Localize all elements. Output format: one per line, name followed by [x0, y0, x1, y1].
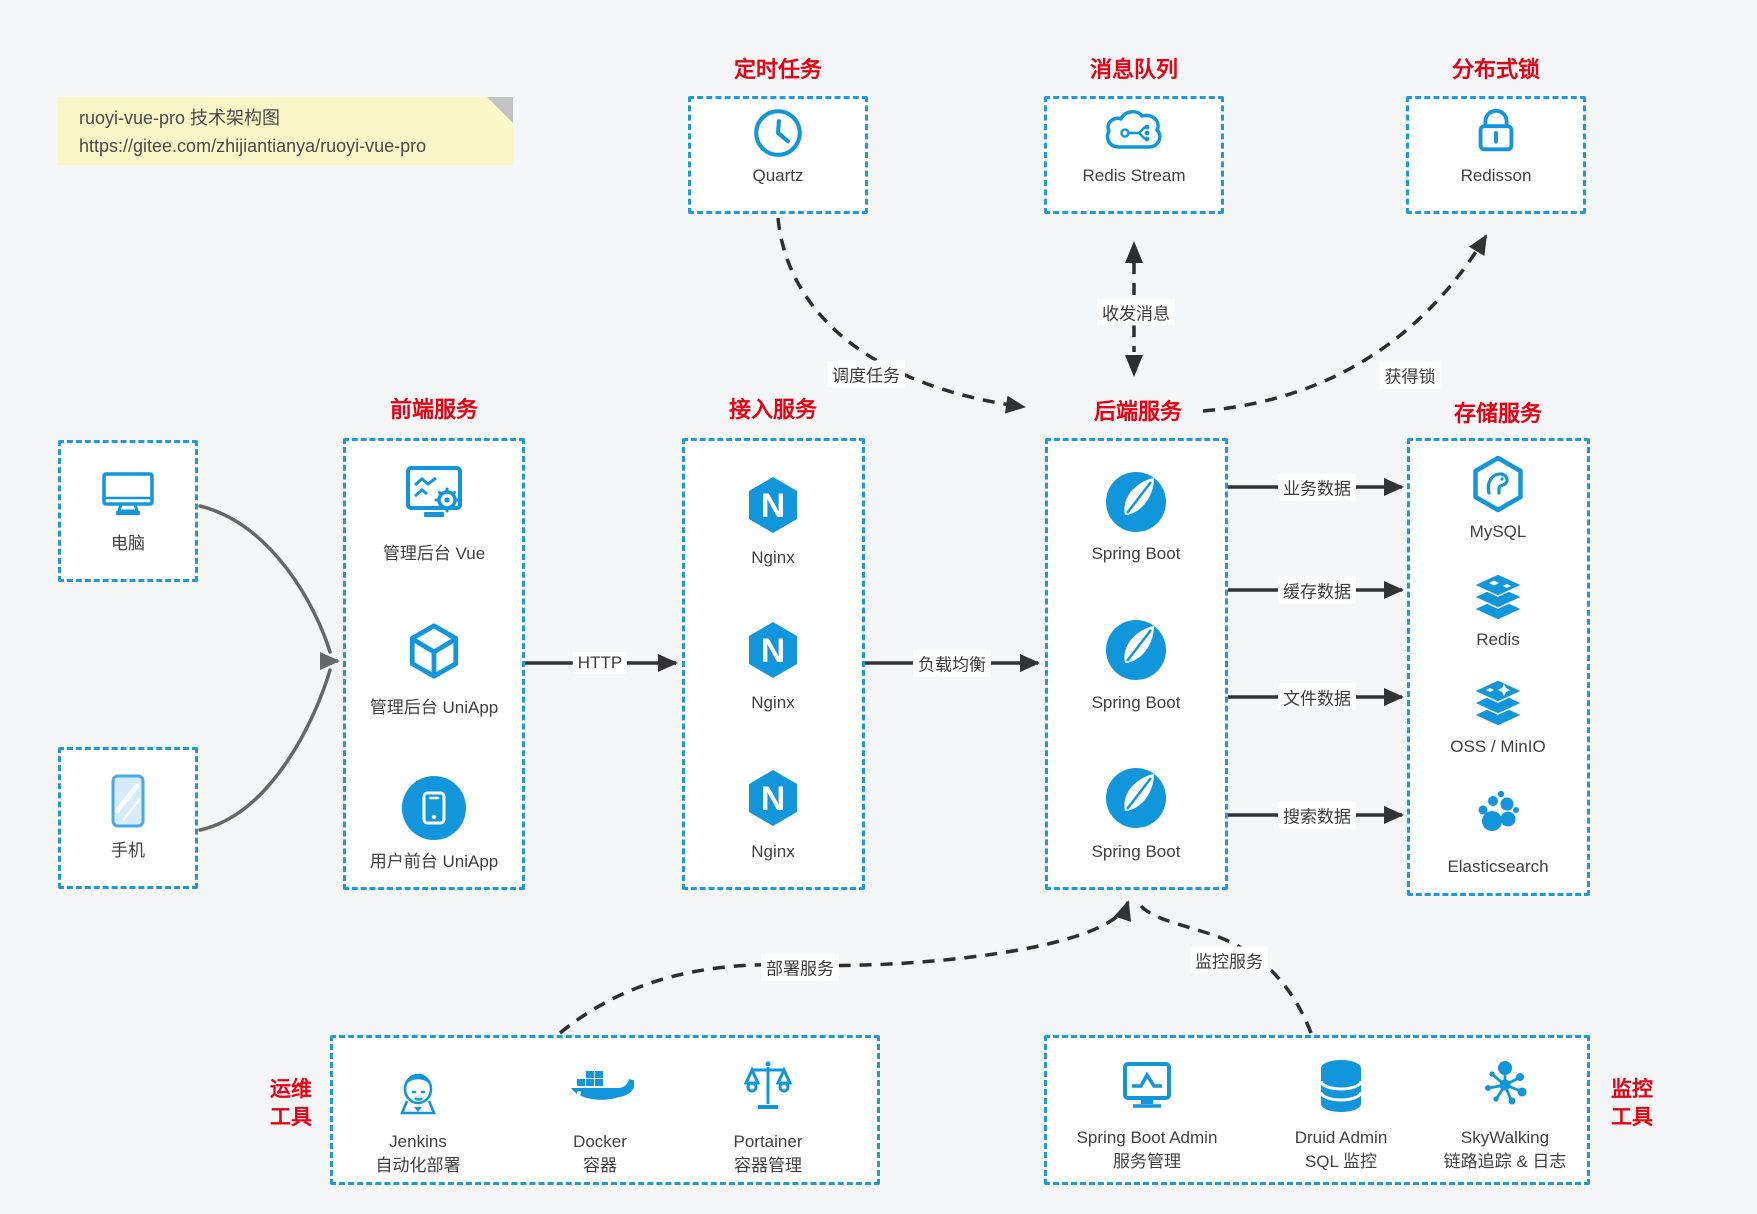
node-label-quartz: Quartz	[752, 166, 804, 185]
backend-item-label: Spring Boot	[1091, 693, 1181, 712]
frontend-item-label: 管理后台 Vue	[382, 544, 486, 563]
storage-item-label: Elasticsearch	[1447, 857, 1549, 876]
spring-boot-icon	[1105, 619, 1167, 681]
docker-icon	[566, 1062, 634, 1114]
edge-label-file-data: 文件数据	[1278, 683, 1356, 711]
box-lock	[1406, 96, 1586, 214]
group-title-timer: 定时任务	[733, 57, 823, 82]
edge-label-schedule-job: 调度任务	[827, 360, 905, 388]
group-title-gateway: 接入服务	[728, 397, 818, 422]
note-fold-corner-icon	[487, 97, 513, 123]
monitor-item-label: Spring Boot Admin 服务管理	[1076, 1128, 1218, 1171]
nginx-icon: N	[745, 768, 801, 828]
edge-label-http: HTTP	[572, 652, 628, 674]
box-ops-tools	[330, 1035, 880, 1185]
backend-item-label: Spring Boot	[1091, 842, 1181, 861]
group-title-mq: 消息队列	[1089, 57, 1179, 82]
uniapp-cube-icon	[403, 620, 465, 682]
node-label-redis-stream: Redis Stream	[1082, 166, 1186, 185]
spring-boot-icon	[1105, 471, 1167, 533]
nginx-icon: N	[745, 475, 801, 535]
user-uniapp-icon	[401, 775, 467, 841]
edge-label-search-data: 搜索数据	[1278, 801, 1356, 829]
monitor-item-label: SkyWalking 链路追踪 & 日志	[1443, 1128, 1567, 1171]
frontend-item-label: 用户前台 UniApp	[369, 852, 499, 871]
jenkins-icon	[389, 1061, 447, 1119]
gateway-item-label: Nginx	[751, 842, 795, 861]
backend-item-label: Spring Boot	[1091, 544, 1181, 563]
storage-item-label: Redis	[1476, 630, 1520, 649]
node-label-redisson: Redisson	[1460, 166, 1532, 185]
clock-icon	[749, 104, 807, 162]
skywalking-icon	[1476, 1057, 1534, 1113]
group-title-frontend: 前端服务	[389, 397, 479, 422]
svg-text:N: N	[761, 632, 786, 670]
spring-boot-admin-icon	[1117, 1059, 1177, 1113]
frontend-item-label: 管理后台 UniApp	[369, 698, 499, 717]
druid-database-icon	[1315, 1057, 1367, 1113]
storage-item-label: OSS / MinIO	[1450, 737, 1546, 756]
storage-item-label: MySQL	[1469, 522, 1527, 541]
edge-label-send-receive-msg: 收发消息	[1097, 298, 1175, 326]
redis-stack-icon	[1468, 571, 1528, 623]
svg-text:N: N	[761, 780, 786, 818]
client-label-mobile: 手机	[111, 841, 145, 860]
elasticsearch-icon	[1469, 785, 1527, 839]
edge-label-acquire-lock: 获得锁	[1379, 361, 1441, 389]
lock-icon	[1469, 105, 1523, 159]
admin-vue-icon	[402, 460, 466, 524]
ops-item-label: Docker 容器	[573, 1132, 627, 1175]
client-label-pc: 电脑	[111, 534, 145, 553]
side-label-ops-tools: 运维 工具	[270, 1078, 312, 1129]
svg-text:N: N	[761, 487, 786, 525]
smartphone-icon	[108, 773, 148, 829]
ops-item-label: Jenkins 自动化部署	[375, 1132, 461, 1175]
nginx-icon: N	[745, 620, 801, 680]
ops-item-label: Portainer 容器管理	[733, 1132, 803, 1175]
note-url: https://gitee.com/zhijiantianya/ruoyi-vu…	[79, 136, 427, 156]
monitor-item-label: Druid Admin SQL 监控	[1294, 1128, 1388, 1171]
oss-minio-stack-icon	[1468, 677, 1528, 729]
note-title: ruoyi-vue-pro 技术架构图	[79, 108, 281, 128]
group-title-storage: 存储服务	[1453, 401, 1543, 426]
sticky-note: ruoyi-vue-pro 技术架构图 https://gitee.com/zh…	[57, 97, 513, 165]
gateway-item-label: Nginx	[751, 693, 795, 712]
edge-label-business-data: 业务数据	[1278, 473, 1356, 501]
group-title-lock: 分布式锁	[1451, 57, 1541, 82]
edge-label-load-balance: 负载均衡	[913, 649, 991, 677]
edge-label-monitor-service: 监控服务	[1190, 946, 1268, 974]
box-mq	[1044, 96, 1224, 214]
box-monitor-tools	[1044, 1035, 1590, 1185]
side-label-monitor-tools: 监控 工具	[1611, 1078, 1653, 1129]
gateway-item-label: Nginx	[751, 548, 795, 567]
mysql-icon	[1467, 455, 1529, 513]
portainer-scale-icon	[740, 1059, 796, 1117]
desktop-icon	[99, 469, 157, 521]
spring-boot-icon	[1105, 767, 1167, 829]
cloud-stream-icon	[1101, 105, 1167, 159]
edge-label-cache-data: 缓存数据	[1278, 576, 1356, 604]
edge-label-deploy-service: 部署服务	[761, 953, 839, 981]
group-title-backend: 后端服务	[1093, 399, 1183, 424]
